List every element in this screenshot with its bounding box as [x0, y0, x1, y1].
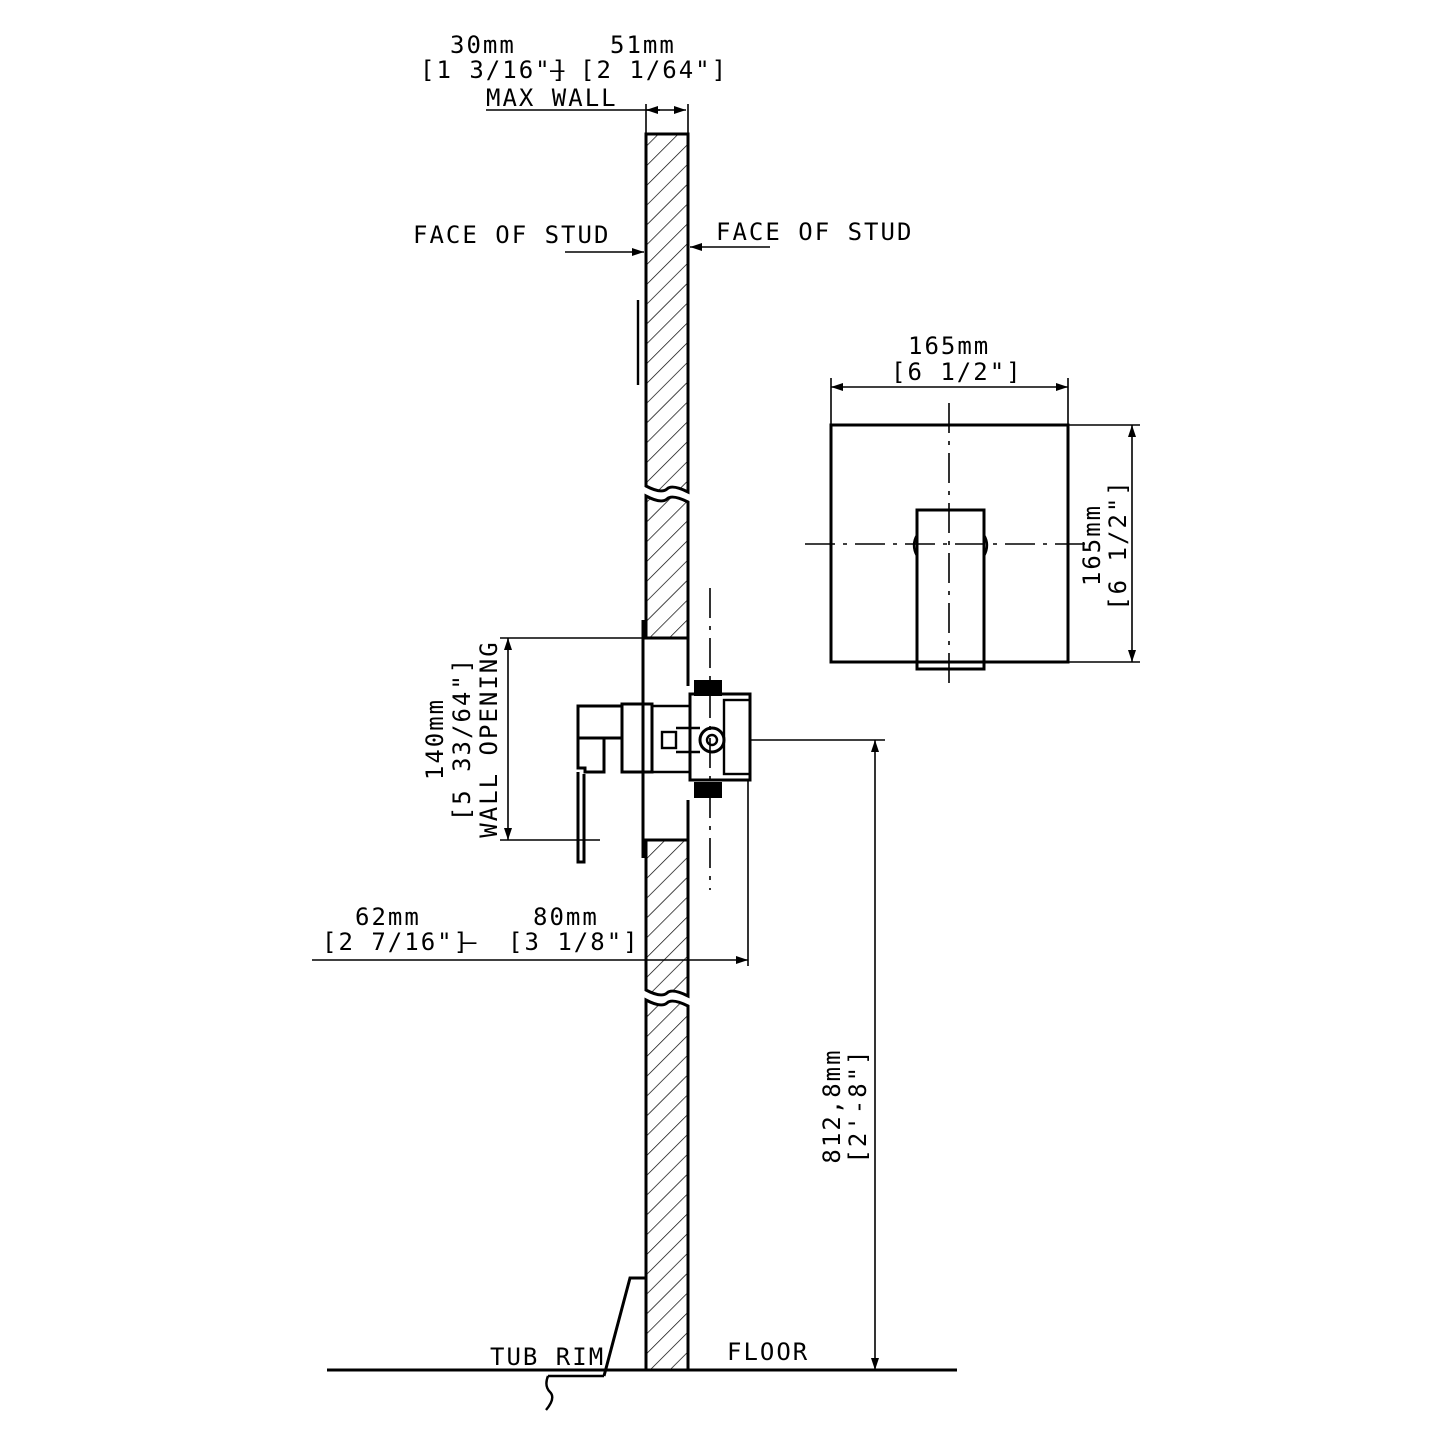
- valve-height-dimension: 812,8mm [2'-8"]: [750, 739, 885, 1370]
- wall-range-separator: —: [550, 56, 566, 84]
- wall-min-imperial: [1 3/16"]: [420, 56, 568, 84]
- depth-max-metric: 80mm: [533, 903, 599, 931]
- depth-max-imperial: [3 1/8"]: [508, 928, 640, 956]
- wall-segment-lower: [644, 838, 690, 999]
- valve-depth-dimension: 62mm 80mm [2 7/16"] — [3 1/8"]: [312, 780, 749, 966]
- face-of-stud-right-label: FACE OF STUD: [716, 218, 913, 246]
- trim-plate-front-view: 165mm [6 1/2"] 165mm [6 1/2"]: [805, 332, 1140, 690]
- valve-side-view: [576, 588, 752, 890]
- tub-rim: TUB RIM: [490, 1276, 646, 1411]
- max-wall-label: MAX WALL: [486, 84, 618, 112]
- tub-rim-profile: [602, 1276, 646, 1377]
- wall-opening-imperial: [5 33/64"]: [448, 657, 476, 822]
- max-wall-dimension: 30mm 51mm [1 3/16"] — [2 1/64"] MAX WALL: [420, 31, 728, 134]
- valve-port-bottom: [694, 782, 722, 798]
- valve-height-metric: 812,8mm: [818, 1048, 846, 1163]
- wall-segment-upper: [644, 132, 690, 495]
- wall-segment-middle: [644, 493, 690, 640]
- valve-height-imperial: [2'-8"]: [844, 1048, 872, 1163]
- wall-segment-bottom: [644, 997, 690, 1372]
- wall-opening-dimension: 140mm [5 33/64"] WALL OPENING: [421, 637, 646, 841]
- wall-min-metric: 30mm: [450, 31, 516, 59]
- depth-min-metric: 62mm: [355, 903, 421, 931]
- depth-range-separator: —: [462, 928, 478, 956]
- trim-height-imperial: [6 1/2"]: [1104, 479, 1132, 611]
- lever-side-handle: [576, 772, 586, 864]
- trim-width-metric: 165mm: [908, 332, 990, 360]
- trim-height-metric: 165mm: [1078, 504, 1106, 586]
- wall-max-imperial: [2 1/64"]: [580, 56, 728, 84]
- valve-stem: [698, 726, 726, 754]
- tub-rim-label: TUB RIM: [490, 1343, 605, 1371]
- lever-front: [915, 508, 986, 671]
- depth-min-imperial: [2 7/16"]: [322, 928, 470, 956]
- face-of-stud-right: FACE OF STUD: [690, 218, 913, 251]
- floor-label: FLOOR: [727, 1338, 809, 1366]
- wall-opening-metric: 140mm: [421, 698, 449, 780]
- wall-section: [636, 132, 690, 1372]
- trim-width-imperial: [6 1/2"]: [891, 358, 1023, 386]
- face-of-stud-left: FACE OF STUD: [413, 221, 644, 256]
- wall-opening-label: WALL OPENING: [475, 640, 503, 837]
- lever-side-head: [576, 704, 624, 740]
- valve-port-top: [694, 680, 722, 696]
- floor: FLOOR: [327, 1338, 957, 1372]
- face-of-stud-left-label: FACE OF STUD: [413, 221, 610, 249]
- wall-max-metric: 51mm: [610, 31, 676, 59]
